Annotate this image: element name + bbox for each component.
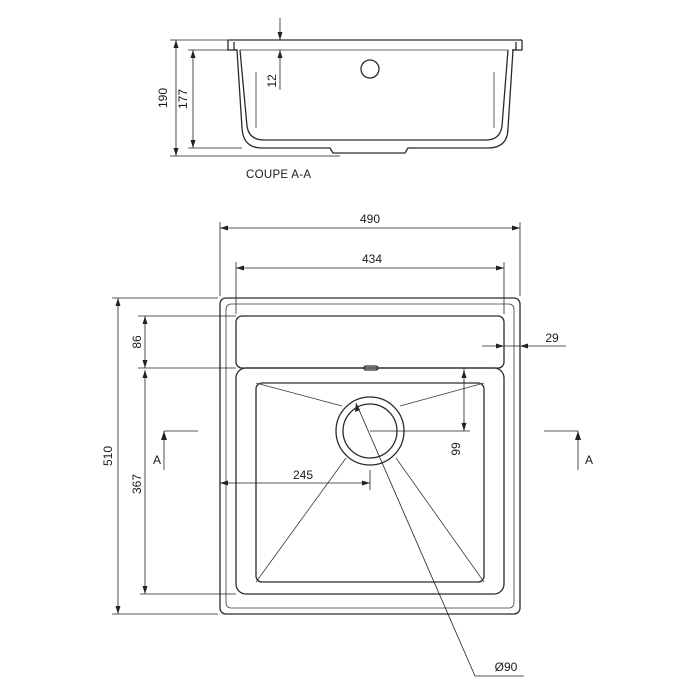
dim-rim-thickness: 12 (265, 74, 279, 88)
section-tap-hole (360, 59, 380, 79)
section-bowl-outer (233, 42, 517, 154)
svg-text:A: A (585, 453, 593, 467)
plan-top-ledge (235, 315, 505, 369)
section-mark-right: A (544, 430, 593, 470)
dim-drain-diameter: Ø90 (495, 660, 518, 674)
section-rim-inner (240, 49, 508, 128)
section-title: COUPE A-A (246, 169, 311, 181)
dim-top-ledge: 86 (130, 335, 144, 349)
dim-total-height: 190 (156, 88, 170, 108)
dim-bowl-height: 177 (176, 89, 190, 109)
section-view: 190 177 12 COUPE A-A (156, 18, 523, 181)
dim-inner-width: 434 (362, 252, 382, 266)
dim-bowl-depth: 367 (130, 474, 144, 494)
slope-line-bl (255, 457, 347, 583)
section-rim (227, 39, 523, 51)
plan-bowl-inner (255, 382, 485, 583)
slope-line-tl (255, 382, 343, 407)
svg-text:A: A (153, 453, 161, 467)
dim-outer-depth: 510 (101, 446, 115, 466)
plan-outer-inner-edge (225, 303, 515, 609)
plan-outer-outline (219, 297, 521, 615)
dim-drain-offset-y: 99 (449, 442, 463, 456)
slope-line-tr (399, 382, 485, 407)
dim-side-rim: 29 (545, 331, 559, 345)
plan-view: 490 434 29 510 86 367 (101, 212, 593, 677)
section-bowl-inner (239, 49, 509, 141)
dim-outer-width: 490 (360, 212, 380, 226)
section-mark-left: A (153, 430, 198, 470)
dim-drain-offset-x: 245 (293, 468, 313, 482)
plan-bowl-outer (235, 367, 505, 595)
slope-line-br (395, 457, 485, 583)
